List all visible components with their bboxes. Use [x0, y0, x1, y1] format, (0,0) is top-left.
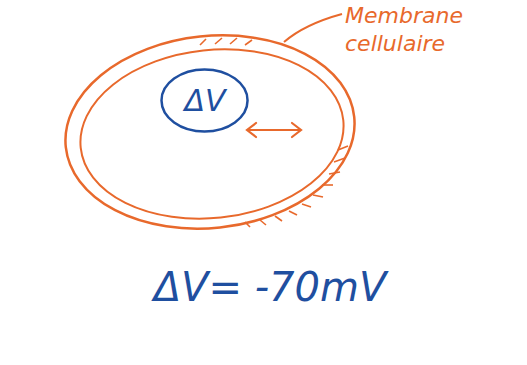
- membrane-outer: [56, 21, 364, 242]
- double-arrow: [247, 123, 301, 137]
- potential-circle: ΔV: [160, 68, 249, 133]
- node-text: ΔV: [184, 84, 225, 117]
- leader-line: [284, 14, 342, 42]
- circle-outline-shape: [162, 69, 248, 131]
- potential-value: ΔV= -70mV: [140, 262, 400, 312]
- membrane-inner: [72, 37, 352, 232]
- membrane-hatching: [200, 38, 348, 227]
- membrane-label: Membrane cellulaire: [345, 2, 485, 57]
